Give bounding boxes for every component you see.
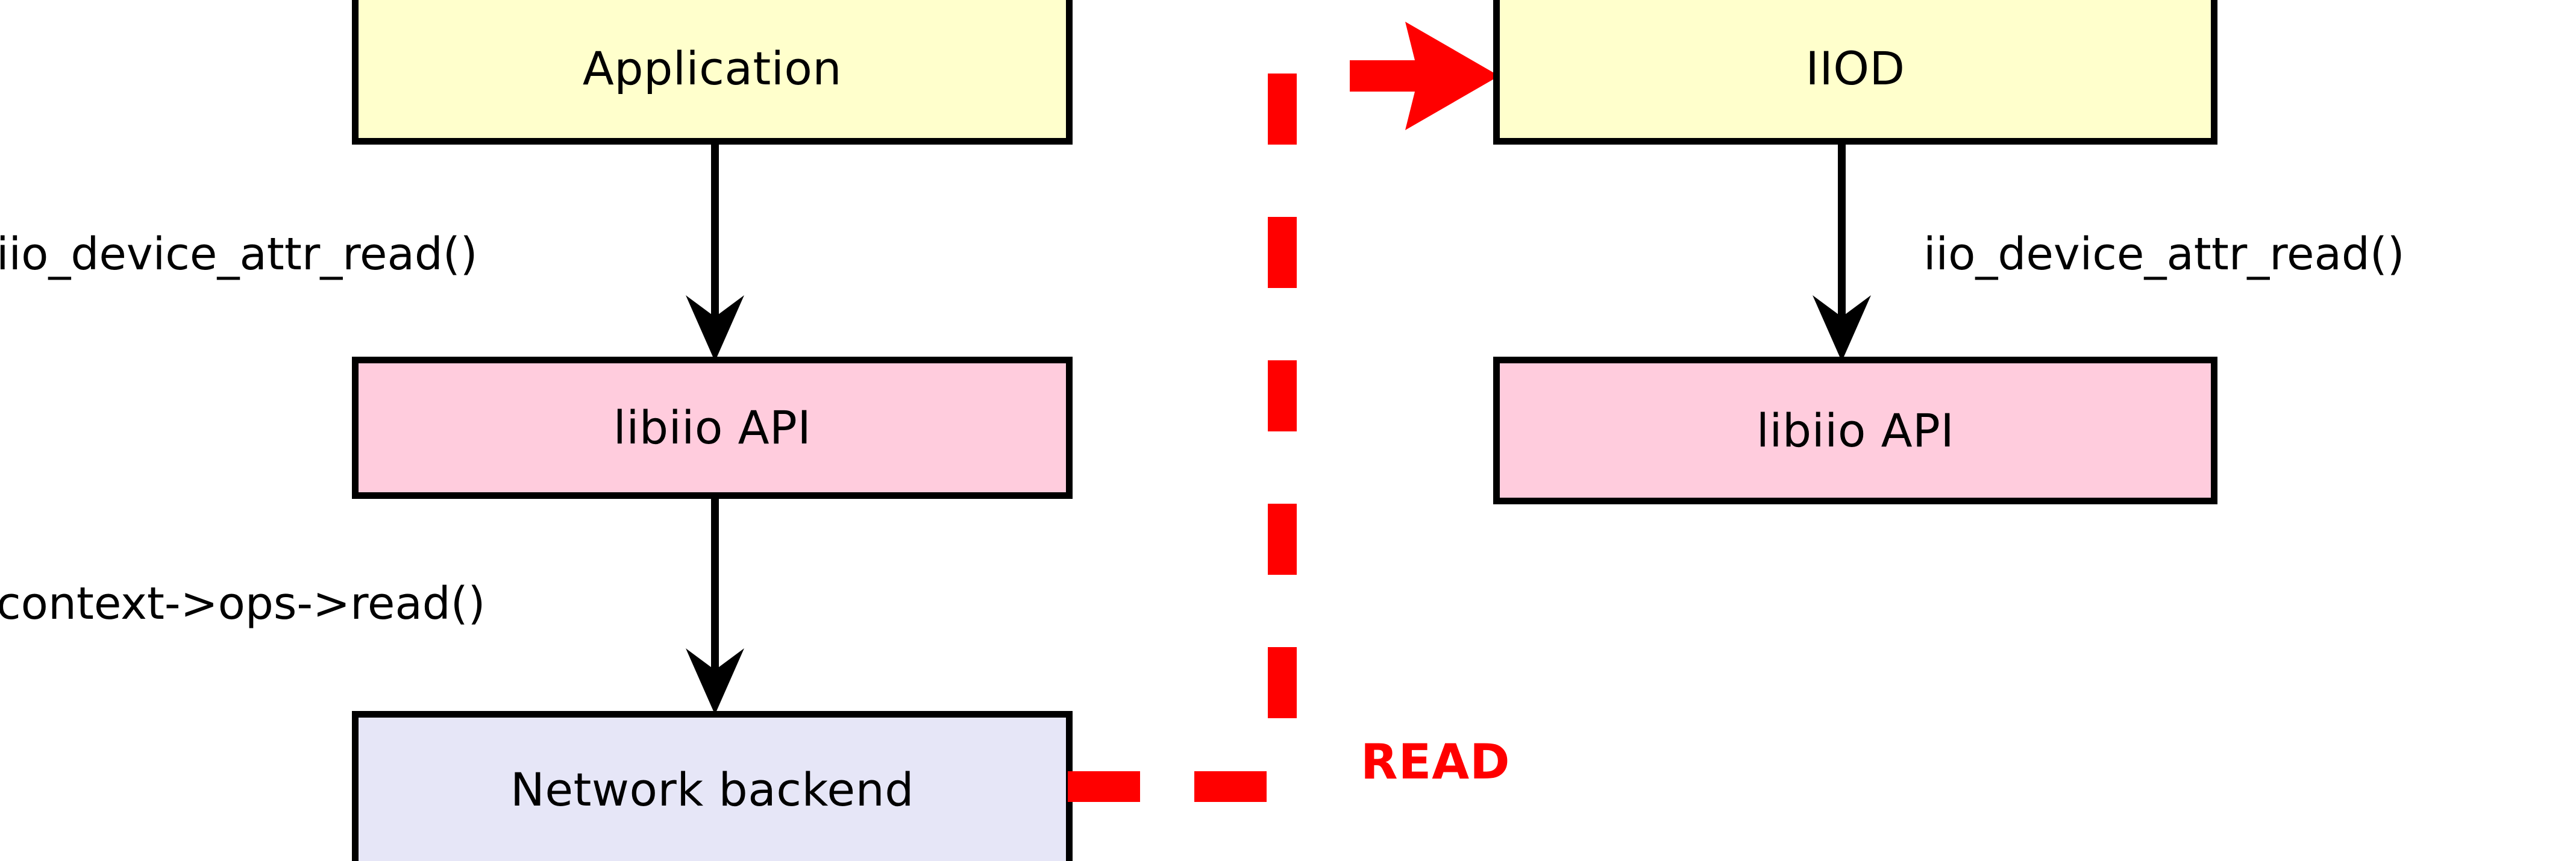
node-libiio-api-server-label: libiio API	[1756, 403, 1955, 457]
arrow-iiod-to-libiio	[1813, 143, 1871, 362]
edge-label-context-ops-read: context->ops->read()	[0, 578, 486, 630]
node-network-backend-label: Network backend	[510, 763, 915, 816]
separator-dash-4	[1268, 504, 1297, 575]
separator-dash-1	[1268, 74, 1297, 145]
node-iiod-label: IIOD	[1805, 42, 1905, 95]
arrow-libiio-to-network-backend	[686, 498, 744, 715]
node-application-label: Application	[582, 42, 842, 95]
node-application[interactable]: Application	[352, 0, 1073, 145]
edge-label-iio-device-attr-read-left: iio_device_attr_read()	[0, 228, 478, 280]
transport-dash-1	[1068, 771, 1140, 802]
separator-dash-3	[1268, 360, 1297, 431]
node-libiio-api-server[interactable]: libiio API	[1493, 357, 2217, 504]
node-libiio-api-client[interactable]: libiio API	[352, 357, 1073, 499]
node-network-backend[interactable]: Network backend	[352, 711, 1073, 861]
separator-dash-2	[1268, 217, 1297, 288]
transport-dash-2	[1194, 771, 1267, 802]
arrow-application-to-libiio	[686, 143, 744, 362]
node-iiod[interactable]: IIOD	[1493, 0, 2217, 145]
edge-label-iio-device-attr-read-right: iio_device_attr_read()	[1923, 228, 2405, 280]
node-libiio-api-client-label: libiio API	[613, 401, 812, 454]
transport-read-label: READ	[1361, 734, 1511, 790]
separator-dash-5	[1268, 647, 1297, 718]
request-arrow-icon	[1350, 22, 1499, 130]
